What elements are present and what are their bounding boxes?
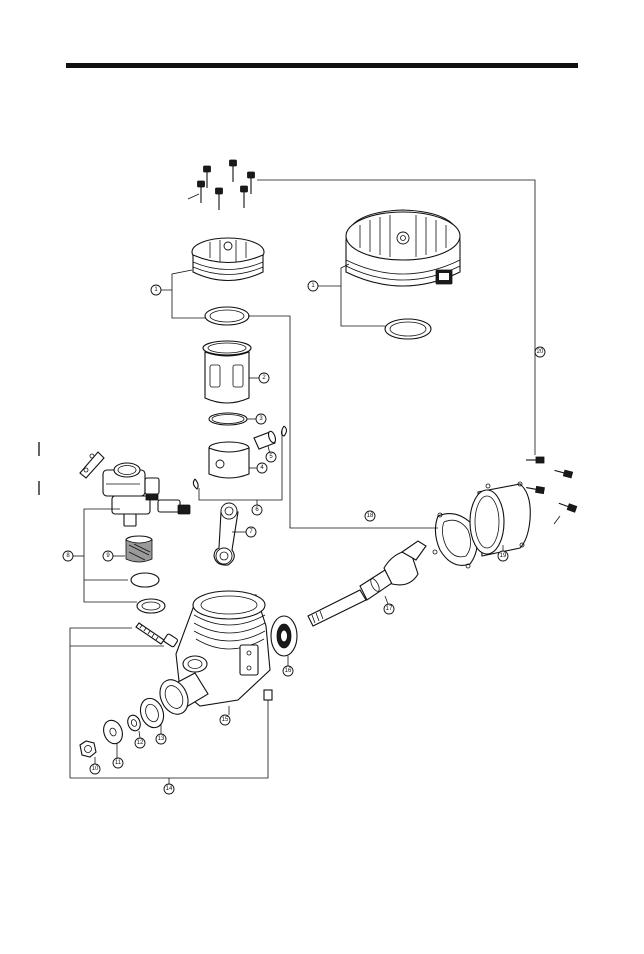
prop-nut	[80, 741, 96, 757]
callout-10: 10	[90, 764, 100, 774]
crankshaft	[308, 541, 426, 626]
svg-text:16: 16	[285, 668, 292, 674]
callout-20: 20	[535, 347, 545, 357]
callout-6: 6	[252, 505, 262, 515]
leader-1a	[161, 270, 192, 290]
carb-washer-upper	[131, 573, 159, 587]
leader-14	[70, 628, 132, 778]
callout-1-right: 1	[308, 281, 318, 291]
cylinder-head-small	[192, 238, 264, 281]
svg-text:17: 17	[386, 606, 393, 612]
svg-text:14: 14	[166, 786, 173, 792]
piston-pin	[254, 430, 277, 449]
cylinder-head-large	[346, 210, 460, 286]
callout-18: 18	[365, 511, 375, 521]
rear-cover	[470, 482, 530, 556]
callout-12: 12	[135, 738, 145, 748]
callout-2: 2	[259, 373, 269, 383]
rear-cover-screws	[526, 457, 577, 524]
callout-4: 4	[257, 463, 267, 473]
callout-13: 13	[156, 734, 166, 744]
connecting-rod	[214, 503, 238, 565]
callout-5: 5	[266, 452, 276, 462]
svg-text:11: 11	[115, 760, 122, 766]
callout-7: 7	[246, 527, 256, 537]
callout-3: 3	[256, 414, 266, 424]
thrust-washer	[126, 713, 143, 732]
callout-15: 15	[220, 715, 230, 725]
svg-text:15: 15	[222, 717, 229, 723]
svg-text:13: 13	[158, 736, 165, 742]
fuel-filter	[126, 536, 152, 562]
callout-14: 14	[164, 784, 174, 794]
callout-17: 17	[384, 604, 394, 614]
crankcase	[155, 591, 272, 719]
cylinder-liner	[203, 341, 251, 403]
prop-washer	[100, 718, 125, 747]
callout-1-left: 1	[151, 285, 161, 295]
svg-text:12: 12	[137, 740, 144, 746]
carburetor	[80, 452, 190, 526]
rear-bearing	[271, 616, 297, 656]
svg-text:20: 20	[537, 349, 544, 355]
callout-16: 16	[283, 666, 293, 676]
piston	[209, 442, 249, 478]
svg-text:19: 19	[500, 553, 507, 559]
callout-19: 19	[498, 551, 508, 561]
callout-11: 11	[113, 758, 123, 768]
callout-8: 8	[63, 551, 73, 561]
svg-text:18: 18	[367, 513, 374, 519]
needle-screw	[136, 623, 178, 647]
header-rule	[66, 63, 578, 68]
leader-18	[248, 316, 438, 528]
svg-text:10: 10	[92, 766, 99, 772]
head-screws-group	[188, 160, 255, 210]
callout-9: 9	[103, 551, 113, 561]
circlip-left	[193, 479, 198, 489]
leader-1b	[318, 264, 349, 286]
carb-washer-lower	[137, 599, 165, 613]
